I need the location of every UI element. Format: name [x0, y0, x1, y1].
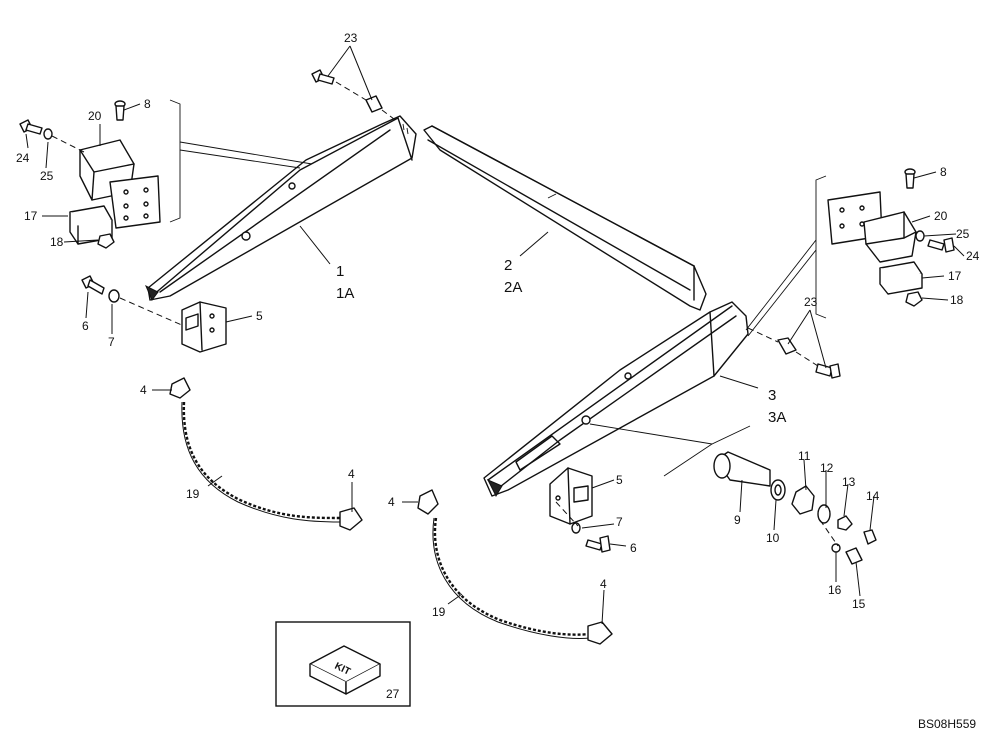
label-13: 13 [842, 475, 856, 489]
label-1: 1 [336, 263, 344, 280]
label-25-left: 25 [40, 169, 54, 183]
pad-part-5-right [549, 467, 593, 525]
fitting-part-14 [863, 529, 877, 545]
nut-part-18-right [905, 291, 923, 307]
label-20-right: 20 [934, 209, 948, 223]
label-24-left: 24 [16, 151, 30, 165]
washer-part-7-left [108, 289, 120, 303]
label-4-chain-right-top: 4 [388, 495, 395, 509]
label-4-chain-right-end: 4 [600, 577, 607, 591]
washer-part-25-right [915, 230, 925, 242]
label-4-chain-left-end: 4 [348, 467, 355, 481]
label-18-right: 18 [950, 293, 964, 307]
label-2: 2 [504, 257, 512, 274]
kit-box-part-27: KIT [275, 621, 411, 707]
nut-part-18-left [97, 233, 115, 249]
label-3A: 3A [768, 409, 786, 426]
label-10: 10 [766, 531, 780, 545]
bushing-part-11 [791, 485, 815, 515]
washer-part-12 [817, 504, 831, 524]
label-2A: 2A [504, 279, 522, 296]
label-4-chain-left-top: 4 [140, 383, 147, 397]
bolt-part-23-right [777, 337, 841, 379]
label-12: 12 [820, 461, 834, 475]
label-15: 15 [852, 597, 866, 611]
label-18-left: 18 [50, 235, 64, 249]
block-part-17-right [879, 261, 923, 295]
bolt-part-8-right [904, 168, 916, 189]
label-23-right: 23 [804, 295, 818, 309]
label-19-left: 19 [186, 487, 200, 501]
washer-part-16 [831, 543, 841, 553]
plate-part-20-left [79, 139, 161, 229]
label-1A: 1A [336, 285, 354, 302]
label-6-left: 6 [82, 319, 89, 333]
label-8-right: 8 [940, 165, 947, 179]
label-5-left: 5 [256, 309, 263, 323]
label-16: 16 [828, 583, 842, 597]
label-17-right: 17 [948, 269, 962, 283]
label-20-left: 20 [88, 109, 102, 123]
label-14: 14 [866, 489, 880, 503]
label-6-right: 6 [630, 541, 637, 555]
bolt-part-24-right [927, 237, 955, 253]
washer-part-25-left [43, 128, 53, 140]
chain-part-19-left [169, 377, 363, 531]
figure-code: BS08H559 [918, 717, 976, 731]
plate-part-20-right [827, 191, 917, 263]
label-5-right: 5 [616, 473, 623, 487]
bolt-part-6-right [585, 535, 611, 553]
chain-part-19-right [417, 489, 613, 645]
label-17-left: 17 [24, 209, 38, 223]
pin-part-9 [713, 451, 771, 487]
pad-part-5-left [181, 301, 227, 353]
bolt-part-24-left [19, 119, 43, 135]
cross-tube-part-2 [423, 125, 707, 311]
label-27: 27 [386, 687, 400, 701]
right-arm-part-3 [483, 301, 749, 498]
label-11: 11 [798, 449, 811, 463]
label-23-top: 23 [344, 31, 358, 45]
label-24-right: 24 [966, 249, 980, 263]
fitting-part-13 [837, 515, 853, 531]
label-9: 9 [734, 513, 741, 527]
bolt-part-8-left [114, 100, 126, 121]
bolt-part-23-top [311, 69, 383, 113]
label-7-right: 7 [616, 515, 623, 529]
bolt-part-6-left [81, 275, 105, 295]
label-7-left: 7 [108, 335, 115, 349]
left-arm-part-1 [145, 115, 417, 301]
label-3: 3 [768, 387, 776, 404]
label-8-left: 8 [144, 97, 151, 111]
label-19-right: 19 [432, 605, 446, 619]
bolt-part-15 [845, 547, 863, 565]
label-25-right: 25 [956, 227, 970, 241]
